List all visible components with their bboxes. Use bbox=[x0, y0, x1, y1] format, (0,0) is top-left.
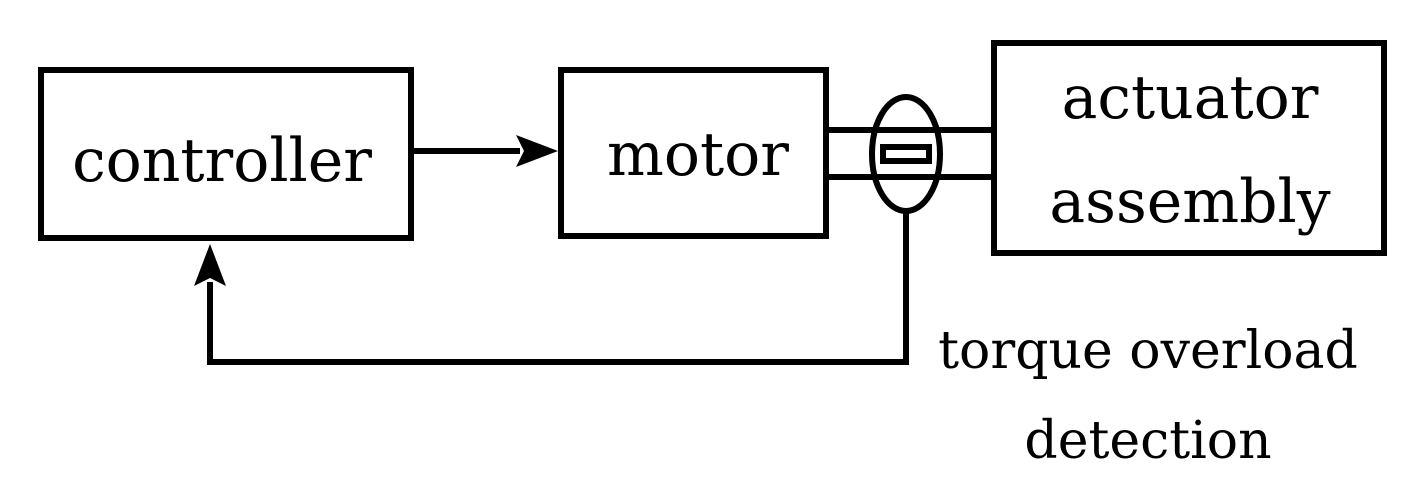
torque-sensor bbox=[869, 94, 943, 214]
feedback-arrow bbox=[194, 211, 909, 365]
sensor-element bbox=[880, 144, 932, 164]
actuator-label-line2: assembly bbox=[1049, 167, 1330, 237]
sensor-caption: torque overload detection bbox=[938, 321, 1358, 471]
sensor-caption-line2: detection bbox=[1024, 411, 1271, 471]
motor-label: motor bbox=[607, 120, 789, 190]
controller-to-motor-arrow bbox=[411, 135, 558, 167]
motor-block: motor bbox=[558, 67, 829, 239]
sensor-caption-line1: torque overload bbox=[938, 321, 1358, 381]
actuator-assembly-block: actuator assembly bbox=[991, 40, 1387, 256]
drive-shaft bbox=[826, 127, 994, 180]
controller-label: controller bbox=[72, 126, 372, 196]
controller-block: controller bbox=[38, 67, 414, 241]
actuator-label-line1: actuator bbox=[1062, 63, 1319, 133]
